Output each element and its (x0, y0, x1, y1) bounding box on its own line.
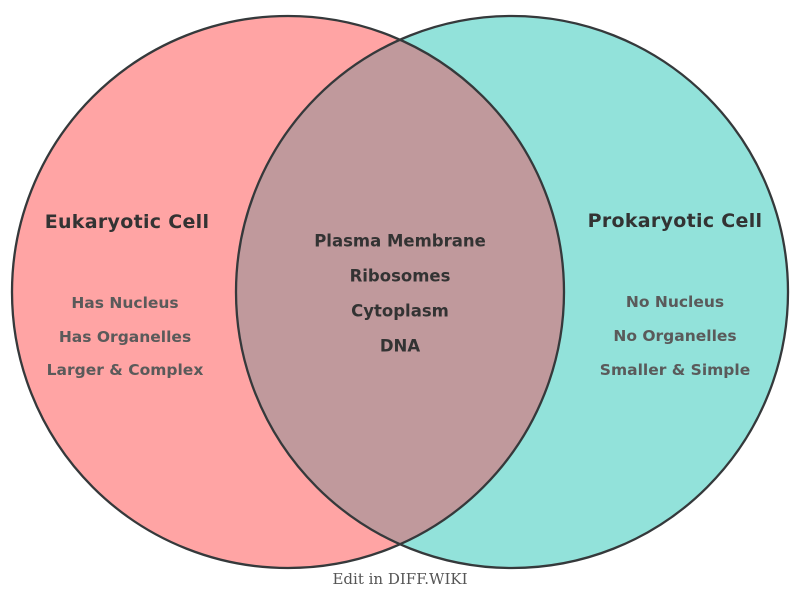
intersection-item-dna: DNA (379, 336, 421, 356)
prokaryotic-item-smaller-simple: Smaller & Simple (599, 361, 751, 379)
prokaryotic-title: Prokaryotic Cell (587, 210, 763, 232)
diffwiki-edit-link[interactable]: Edit in DIFF.WIKI (332, 570, 468, 588)
intersection-item-plasma-membrane: Plasma Membrane (314, 231, 486, 251)
eukaryotic-item-larger-complex: Larger & Complex (46, 361, 204, 379)
eukaryotic-title: Eukaryotic Cell (44, 211, 210, 233)
intersection-item-cytoplasm: Cytoplasm (351, 301, 449, 321)
eukaryotic-item-has-organelles: Has Organelles (58, 328, 192, 346)
intersection-item-ribosomes: Ribosomes (349, 266, 451, 286)
prokaryotic-item-no-organelles: No Organelles (613, 327, 737, 345)
prokaryotic-circle-outline (234, 14, 790, 570)
eukaryotic-circle-outline (10, 14, 566, 570)
prokaryotic-item-no-nucleus: No Nucleus (625, 293, 725, 311)
intersection-region-fill (236, 16, 564, 568)
eukaryotic-item-has-nucleus: Has Nucleus (71, 294, 179, 312)
